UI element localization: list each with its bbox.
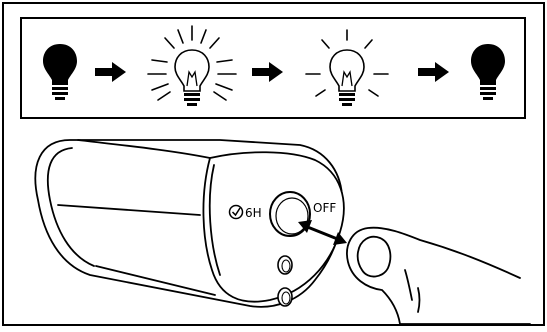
indicator-port bbox=[277, 287, 293, 307]
right-arrow-icon bbox=[418, 62, 449, 82]
light-sequence-panel bbox=[20, 17, 526, 119]
indicator-port bbox=[277, 255, 293, 275]
right-arrow-icon bbox=[252, 62, 283, 82]
bulb-dim-icon bbox=[305, 29, 389, 106]
bulb-bright-icon bbox=[147, 25, 237, 106]
power-button[interactable] bbox=[269, 191, 311, 237]
check-circle-icon bbox=[228, 204, 244, 220]
timer-label: 6H bbox=[245, 206, 262, 220]
off-label: OFF bbox=[313, 201, 336, 215]
outer-border bbox=[2, 2, 545, 326]
right-arrow-icon bbox=[95, 62, 126, 82]
press-arrow-icon bbox=[298, 220, 347, 245]
finger-illustration bbox=[346, 226, 531, 325]
